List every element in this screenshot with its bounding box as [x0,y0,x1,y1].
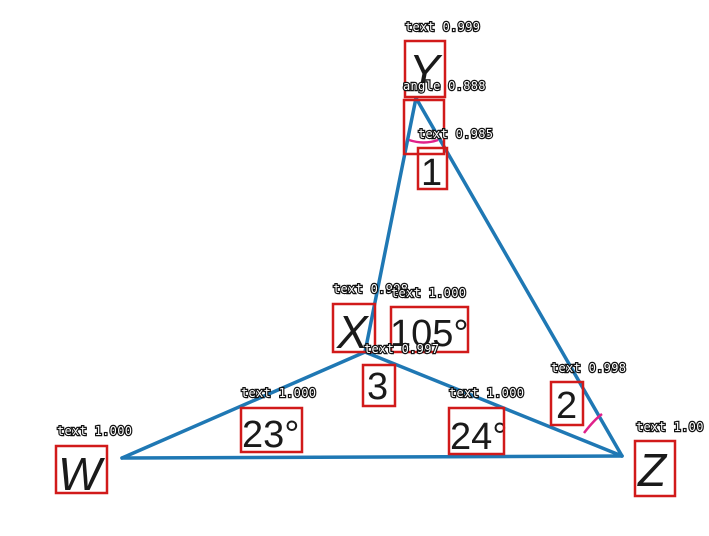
edge-w-z [120,454,624,460]
det-box-105 [389,305,470,354]
angle-2-arc [583,413,603,434]
angle-2-label: 2 [556,385,577,427]
det-box-y [403,39,447,99]
det-box-w [54,444,109,495]
angle-1-arc [408,138,439,144]
det-label-105: text 1.000 [391,286,466,300]
detection-labels: text 0.999 angle 0.888 text 0.985 text 0… [56,19,705,439]
vertex-w-label: W [58,448,106,500]
det-label-z: text 1.00 [636,420,704,434]
angle-1-label: 1 [421,152,442,194]
det-label-24: text 1.000 [449,386,524,400]
det-box-2 [549,380,585,427]
det-label-3: text 0.997 [364,342,439,356]
det-box-3 [361,363,397,408]
det-label-1: text 0.985 [418,127,493,141]
detection-boxes [54,39,677,498]
edge-y-z [414,96,624,458]
det-box-z [633,439,677,498]
det-label-y: text 0.999 [405,20,480,34]
angle-105-label: 105° [390,313,469,355]
det-box-x [331,302,377,354]
det-box-23 [239,406,304,454]
det-label-w: text 1.000 [57,424,132,438]
vertex-x-label: X [336,306,370,358]
det-label-2: text 0.998 [551,361,626,375]
angle-24-label: 24° [450,416,507,458]
edge-x-z [363,350,624,458]
det-box-1 [416,146,449,191]
det-box-24 [447,406,506,456]
det-box-angle-y [402,98,446,156]
edge-x-y [363,96,418,354]
det-label-23: text 1.000 [241,386,316,400]
det-label-angle-y: angle 0.888 [403,79,486,93]
vertex-z-label: Z [637,444,668,496]
triangle-edges [120,96,624,460]
det-label-x: text 0.998 [333,282,408,296]
angle-3-label: 3 [367,366,388,408]
angle-23-label: 23° [242,414,299,456]
vertex-y-label: Y [409,45,443,97]
edge-w-x [120,350,367,460]
